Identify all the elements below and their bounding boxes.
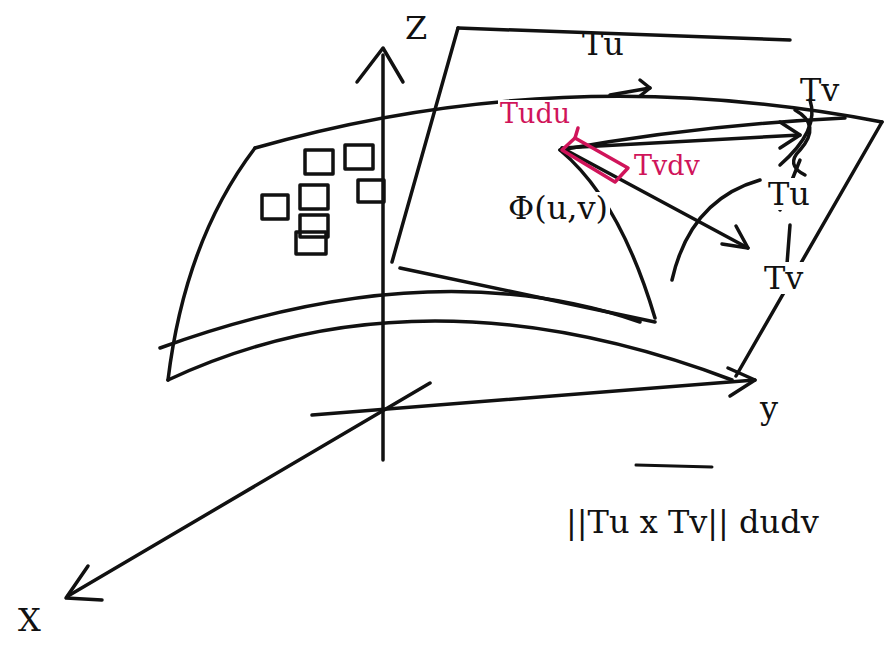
point-label: Φ(u,v) xyxy=(506,192,610,224)
differential-label: Tudu xyxy=(498,100,572,127)
vector-label: Tu xyxy=(766,178,812,210)
axis-label: Z xyxy=(405,12,427,44)
vector-label: Tv xyxy=(800,74,839,106)
axis-label: y xyxy=(760,392,778,424)
vector-label: Tu xyxy=(582,28,624,60)
area-formula: ||Tu x Tv|| dudv xyxy=(566,506,819,538)
vector-label: Tv xyxy=(762,262,805,294)
differential-label: Tvdv xyxy=(632,152,702,179)
axis-label: X xyxy=(18,604,41,636)
